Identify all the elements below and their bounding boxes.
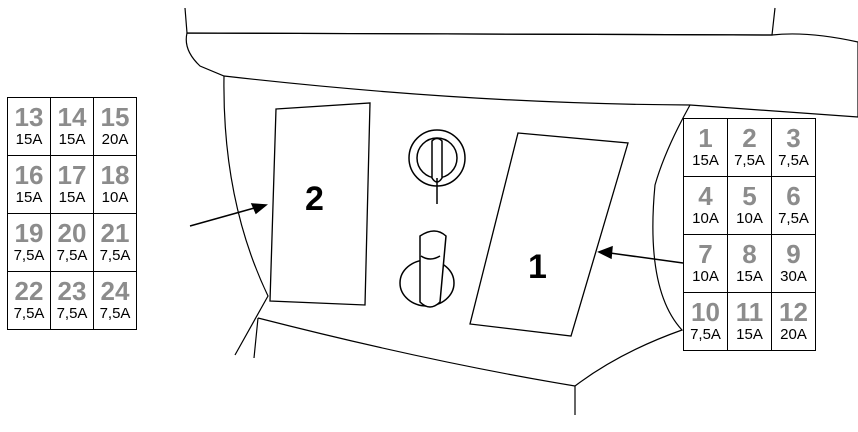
- fuse-number: 9: [786, 239, 801, 269]
- fuse-amperage: 20A: [101, 131, 129, 148]
- fuse-number: 15: [100, 102, 130, 132]
- fuse-number: 18: [100, 160, 130, 190]
- fuse-number: 16: [14, 160, 44, 190]
- fuse-number: 2: [742, 123, 757, 153]
- arrow-to-box-2: [189, 206, 259, 227]
- fuse-number: 3: [786, 123, 801, 153]
- fuse-amperage: 7,5A: [99, 305, 131, 322]
- fuse-amperage: 15A: [58, 131, 86, 148]
- fuse-box-1: [469, 132, 629, 337]
- fuse-number: 13: [14, 102, 44, 132]
- fuse-amperage: 30A: [780, 268, 807, 285]
- fuse-amperage: 7,5A: [13, 247, 45, 264]
- fuse-amperage: 7,5A: [690, 326, 721, 343]
- fuse-number: 17: [57, 160, 87, 190]
- fuse-box-1-label: 1: [528, 248, 547, 286]
- fuse-amperage: 15A: [692, 152, 719, 169]
- arrow-to-box-1: [609, 252, 684, 264]
- console-lower-left: [253, 317, 259, 359]
- fuse-amperage: 10A: [692, 268, 719, 285]
- fuse-number: 14: [57, 102, 87, 132]
- fuse-number: 20: [57, 218, 87, 248]
- fuse-number: 6: [786, 181, 801, 211]
- fuse-number: 7: [698, 239, 713, 269]
- console-bottom-edge: [257, 317, 576, 387]
- arrow-icon: [597, 245, 613, 260]
- console-outline-right: [574, 104, 691, 415]
- fuse-amperage: 7,5A: [56, 247, 88, 264]
- fuse-amperage: 15A: [15, 131, 43, 148]
- fuse-amperage: 15A: [736, 326, 763, 343]
- fuse-amperage: 7,5A: [99, 247, 131, 264]
- fuse-box-2-label: 2: [305, 180, 324, 218]
- fuse-number: 23: [57, 276, 87, 306]
- fuse-amperage: 15A: [15, 189, 43, 206]
- light-switch-knob-icon: [399, 230, 455, 308]
- fuse-amperage: 20A: [780, 326, 807, 343]
- fuse-number: 5: [742, 181, 757, 211]
- fuse-amperage: 7,5A: [778, 152, 809, 169]
- fuse-number: 11: [735, 297, 764, 327]
- fuse-amperage: 7,5A: [13, 305, 45, 322]
- fuse-amperage: 10A: [736, 210, 763, 227]
- fuse-number: 24: [100, 276, 130, 306]
- console-outline-left: [223, 75, 269, 356]
- fuse-amperage: 7,5A: [778, 210, 809, 227]
- fuse-number: 8: [742, 239, 757, 269]
- fuse-amperage: 7,5A: [734, 152, 765, 169]
- fuse-amperage: 10A: [692, 210, 719, 227]
- fuse-number: 10: [691, 297, 720, 327]
- dash-shelf-outline: [185, 32, 858, 118]
- fuse-amperage: 15A: [736, 268, 763, 285]
- fuse-number: 1: [698, 123, 713, 153]
- fuse-amperage: 10A: [101, 189, 129, 206]
- fuse-amperage: 15A: [58, 189, 86, 206]
- ignition-key-icon: [408, 129, 466, 204]
- fuse-number: 19: [14, 218, 44, 248]
- fuse-number: 12: [779, 297, 808, 327]
- arrow-icon: [250, 203, 268, 215]
- fuse-box-2: [269, 102, 371, 306]
- fuse-number: 22: [14, 276, 44, 306]
- fuse-number: 4: [698, 181, 713, 211]
- upper-housing-outline: [184, 7, 776, 36]
- fuse-number: 21: [100, 218, 130, 248]
- fuse-amperage: 7,5A: [56, 305, 88, 322]
